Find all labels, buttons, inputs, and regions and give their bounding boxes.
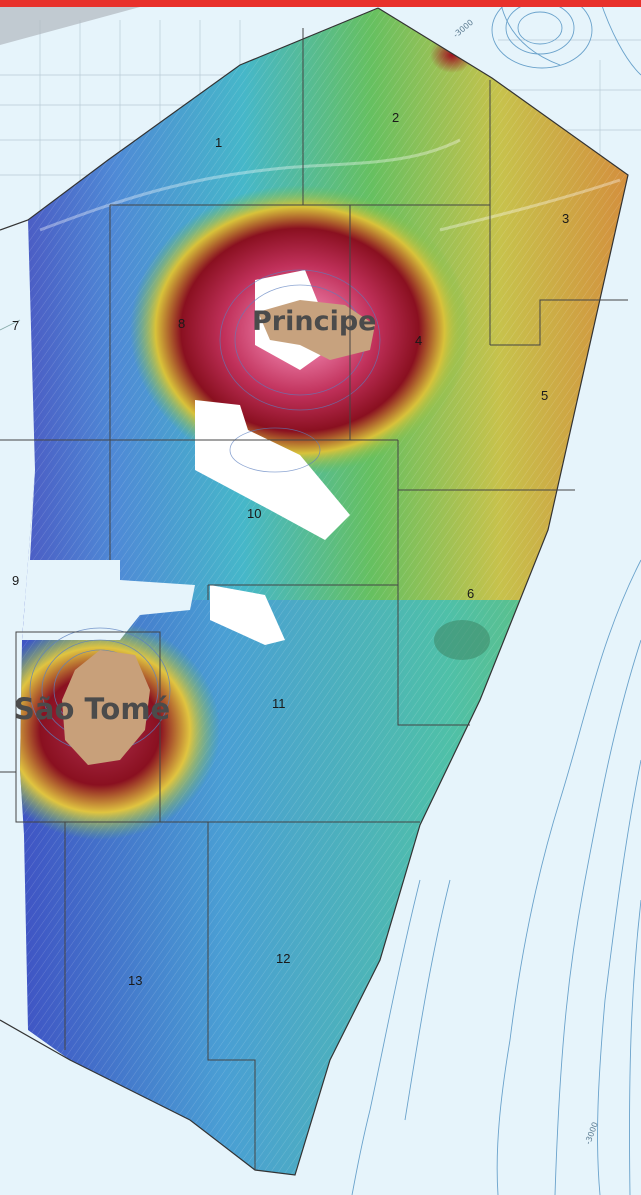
block-12-label: 12 bbox=[276, 951, 290, 966]
survey-boundary bbox=[0, 7, 629, 1176]
block-3-label: 3 bbox=[562, 211, 569, 226]
top-banner bbox=[0, 0, 641, 7]
license-blocks bbox=[0, 28, 628, 1170]
block-9-label: 9 bbox=[12, 573, 19, 588]
principe-island bbox=[258, 300, 375, 360]
block-11-label: 11 bbox=[272, 696, 286, 711]
block-7-label: 7 bbox=[12, 318, 19, 333]
block-5-label: 5 bbox=[541, 388, 548, 403]
sao-tome-island bbox=[62, 650, 150, 765]
block-10-label: 10 bbox=[247, 506, 261, 521]
block-6-label: 6 bbox=[467, 586, 474, 601]
block-13-label: 13 bbox=[128, 973, 142, 988]
principe-label: Principe bbox=[252, 306, 376, 337]
block-8-label: 8 bbox=[178, 316, 185, 331]
hatched-corner bbox=[0, 7, 140, 45]
block-4-label: 4 bbox=[415, 333, 422, 348]
block-1-label: 1 bbox=[215, 135, 222, 150]
ocean-contours bbox=[351, 0, 641, 1195]
block-2-label: 2 bbox=[392, 110, 399, 125]
sao-tome-label: São Tomé bbox=[14, 692, 170, 726]
